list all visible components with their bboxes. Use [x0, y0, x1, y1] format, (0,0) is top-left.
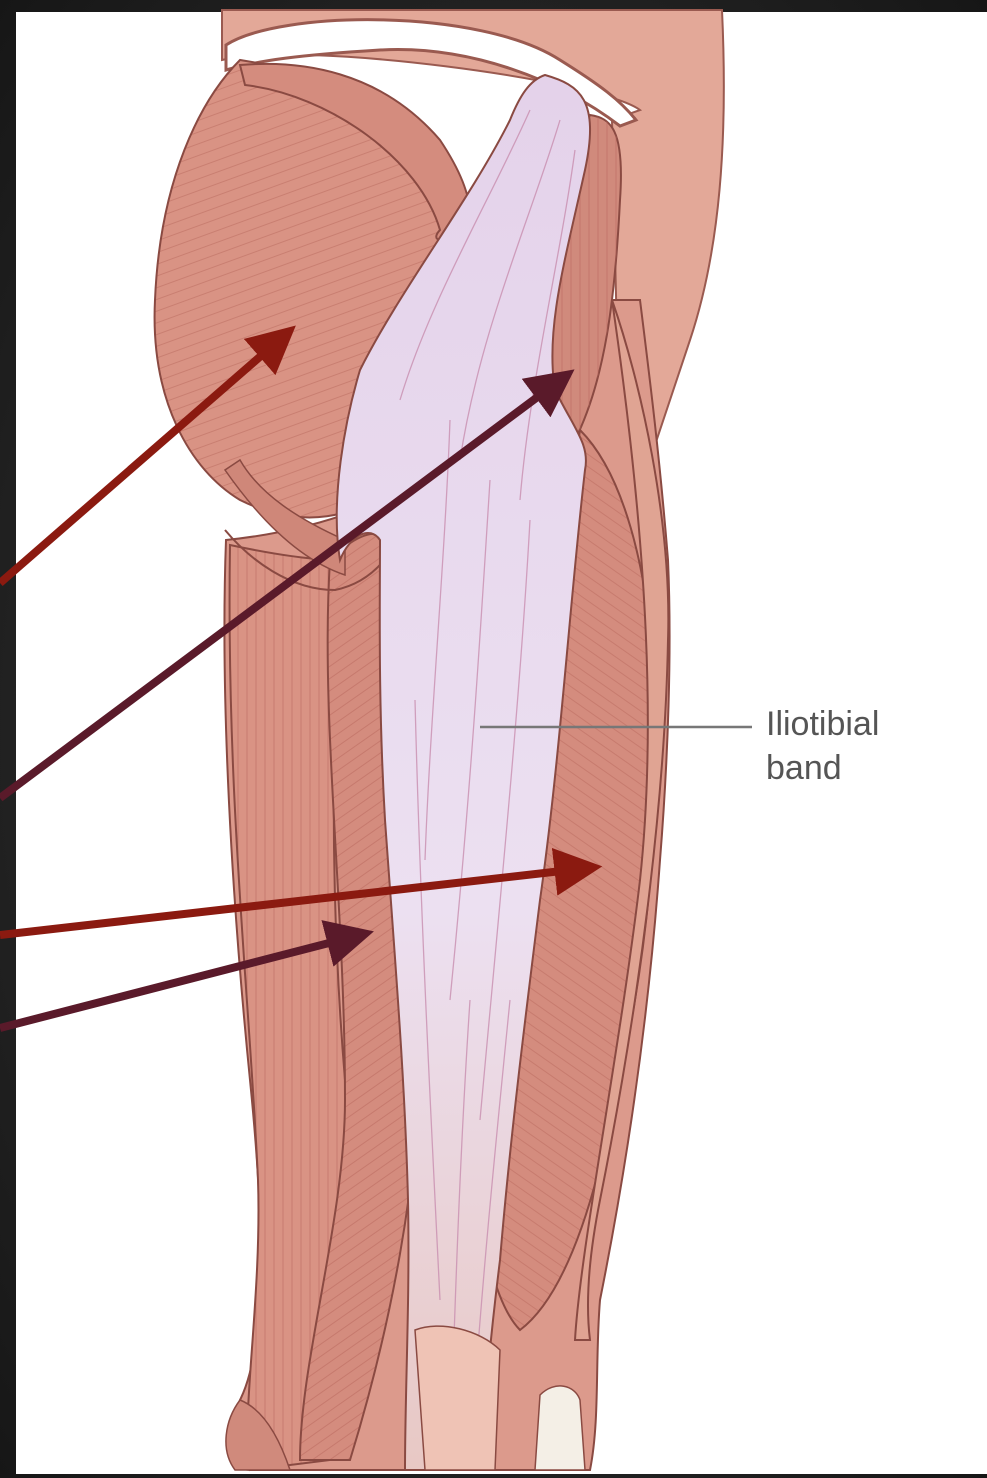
iliotibial-band-label-line1: Iliotibial — [766, 704, 966, 744]
iliotibial-band-label-line2: band — [766, 748, 966, 788]
knee-region — [415, 1326, 500, 1470]
fibular-head — [535, 1386, 585, 1470]
